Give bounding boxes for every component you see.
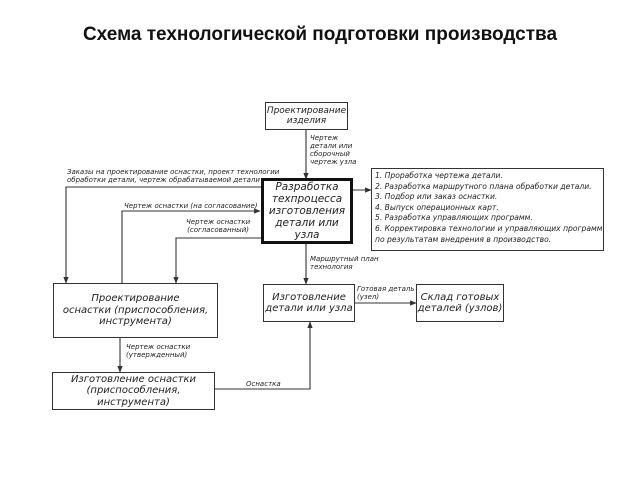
page-title: Схема технологической подготовки произво…: [82, 24, 558, 45]
label-finished-part: Готовая деталь (узел): [357, 285, 415, 301]
arrow-approval: [121, 208, 261, 283]
arrow-tooling: [215, 321, 313, 390]
label-orders: Заказы на проектирование оснастки, проек…: [67, 168, 280, 184]
label-tooling-drawing-approved: Чертеж оснастки (согласованный): [186, 218, 251, 234]
label-route-plan: Маршрутный план технология: [310, 255, 379, 271]
box-design-tooling: Проектирование оснастки (приспособления,…: [53, 283, 218, 338]
task-list: 1. Проработка чертежа детали. 2. Разрабо…: [371, 168, 604, 251]
box-develop-process: Разработка техпроцесса изготовления дета…: [261, 178, 353, 244]
label-drawing-assembly: Чертеж детали или сборочный чертеж узла: [310, 134, 357, 166]
label-tooling-drawing-approval: Чертеж оснастки (на согласование): [124, 202, 258, 210]
label-tooling-drawing-confirmed: Чертеж оснастки (утвержденный): [126, 343, 191, 359]
arrow-orders: [63, 186, 262, 284]
arrow-approved: [173, 237, 262, 284]
box-manufacture-tooling: Изготовление оснастки(приспособления, ин…: [52, 372, 215, 410]
label-tooling: Оснастка: [246, 380, 281, 388]
